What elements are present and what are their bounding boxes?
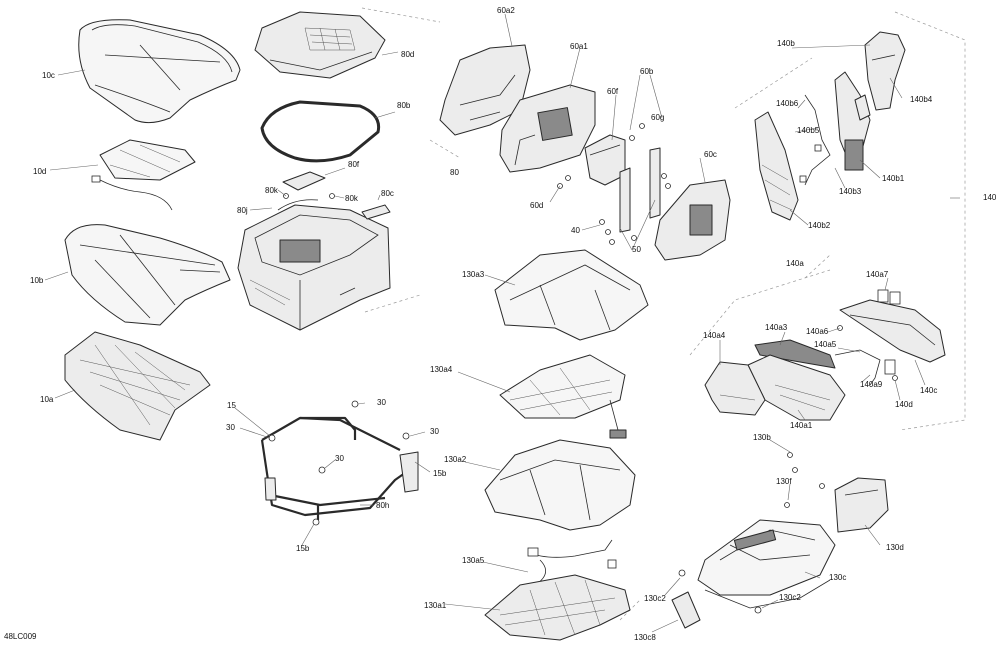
- part-130c-seat-slider-frame: [678, 452, 836, 614]
- callout-130a1: 130a1: [424, 601, 447, 610]
- callout-140b6: 140b6: [776, 99, 799, 108]
- callout-60b: 60b: [640, 67, 654, 76]
- part-140c-trim: [839, 299, 946, 363]
- callout-15: 15: [227, 401, 236, 410]
- callout-30-right: 30: [430, 427, 439, 436]
- part-10d-seat-pad: [91, 139, 196, 211]
- callout-30-top: 30: [377, 398, 386, 407]
- callout-60f: 60f: [607, 87, 619, 96]
- part-140b2-armrest-cover: [754, 111, 799, 221]
- callout-60d: 60d: [530, 201, 544, 210]
- callout-130a3: 130a3: [462, 270, 485, 279]
- callout-leader-lines: [44, 13, 960, 633]
- callout-140d: 140d: [895, 400, 913, 409]
- callout-60c: 60c: [704, 150, 717, 159]
- callout-130a4: 130a4: [430, 365, 453, 374]
- callout-130a5: 130a5: [462, 556, 485, 565]
- part-60g-rails: [557, 123, 671, 245]
- callout-30-center: 30: [335, 454, 344, 463]
- callout-140c: 140c: [920, 386, 938, 395]
- callout-140a6: 140a6: [806, 327, 829, 336]
- callout-130d: 130d: [886, 543, 904, 552]
- part-140a1-armrest-body: [747, 354, 846, 421]
- callout-130c: 130c: [829, 573, 847, 582]
- callout-130c2-right: 130c2: [779, 593, 801, 602]
- callout-140a5: 140a5: [814, 340, 837, 349]
- part-140b1-armrest-frame: [834, 71, 871, 171]
- part-80b-gasket: [260, 100, 381, 163]
- callout-80c: 80c: [381, 189, 394, 198]
- callout-10a: 10a: [40, 395, 54, 404]
- callout-130a2: 130a2: [444, 455, 467, 464]
- callout-60g: 60g: [651, 113, 665, 122]
- callout-140a7: 140a7: [866, 270, 889, 279]
- callout-10d: 10d: [33, 167, 47, 176]
- callout-140a3: 140a3: [765, 323, 788, 332]
- callout-140b4: 140b4: [910, 95, 933, 104]
- part-140a3-rail: [754, 339, 836, 369]
- part-10c-seat-cover: [78, 19, 241, 124]
- callout-10c: 10c: [42, 71, 55, 80]
- callout-15b-right: 15b: [433, 469, 447, 478]
- part-60c-side-panel: [654, 179, 731, 261]
- callout-30-left: 30: [226, 423, 235, 432]
- callout-80h: 80h: [376, 501, 390, 510]
- callout-80k-right: 80k: [345, 194, 358, 203]
- part-140a4-end-cover: [704, 361, 766, 416]
- part-130c8-clip: [671, 591, 701, 629]
- callout-140: 140: [983, 193, 997, 202]
- callout-80: 80: [450, 168, 459, 177]
- part-80-storage-bin: [237, 204, 391, 331]
- callout-130f: 130f: [776, 477, 792, 486]
- part-130a2-cushion: [484, 439, 636, 531]
- callout-15b-bottom: 15b: [296, 544, 310, 553]
- callout-140b5: 140b5: [797, 126, 820, 135]
- callout-130c8: 130c8: [634, 633, 656, 642]
- part-130a4-heater-mat: [499, 354, 627, 439]
- part-60a2-cover: [439, 44, 531, 136]
- callout-140a: 140a: [786, 259, 804, 268]
- part-130a1-seat-base: [484, 574, 631, 641]
- callout-140b3: 140b3: [839, 187, 862, 196]
- part-15-seat-frame: [260, 400, 419, 526]
- part-80d-storage-lid: [254, 11, 386, 79]
- part-10b-seat-foam: [64, 224, 231, 326]
- part-60f-bracket: [584, 134, 626, 186]
- callout-60a1: 60a1: [570, 42, 588, 51]
- part-60a1-housing: [499, 84, 596, 173]
- callout-140a4: 140a4: [703, 331, 726, 340]
- callout-80k-left: 80k: [265, 186, 278, 195]
- part-130a3-cushion-cover: [494, 249, 649, 341]
- callout-80j: 80j: [237, 206, 248, 215]
- part-140b4-armrest-cap: [864, 31, 906, 111]
- callout-80b: 80b: [397, 101, 411, 110]
- part-130d-side-cover: [834, 477, 889, 533]
- part-140b3-harness: [799, 94, 831, 186]
- part-80f-latch-plate: [277, 171, 335, 211]
- figure-code: 48LC009: [4, 632, 37, 641]
- callout-140b2: 140b2: [808, 221, 831, 230]
- callout-80d: 80d: [401, 50, 415, 59]
- part-140a7-clip-pair: [877, 289, 901, 305]
- callout-50: 50: [632, 245, 641, 254]
- callout-60a2: 60a2: [497, 6, 515, 15]
- callout-10b: 10b: [30, 276, 44, 285]
- part-80c-bracket: [361, 204, 391, 220]
- callout-130b: 130b: [753, 433, 771, 442]
- callout-140b: 140b: [777, 39, 795, 48]
- callout-40: 40: [571, 226, 580, 235]
- callout-130c2-left: 130c2: [644, 594, 666, 603]
- callout-140a1: 140a1: [790, 421, 813, 430]
- callout-80f: 80f: [348, 160, 360, 169]
- callout-140b1: 140b1: [882, 174, 905, 183]
- part-10a-seat-pan: [64, 331, 211, 441]
- callout-140a9: 140a9: [860, 380, 883, 389]
